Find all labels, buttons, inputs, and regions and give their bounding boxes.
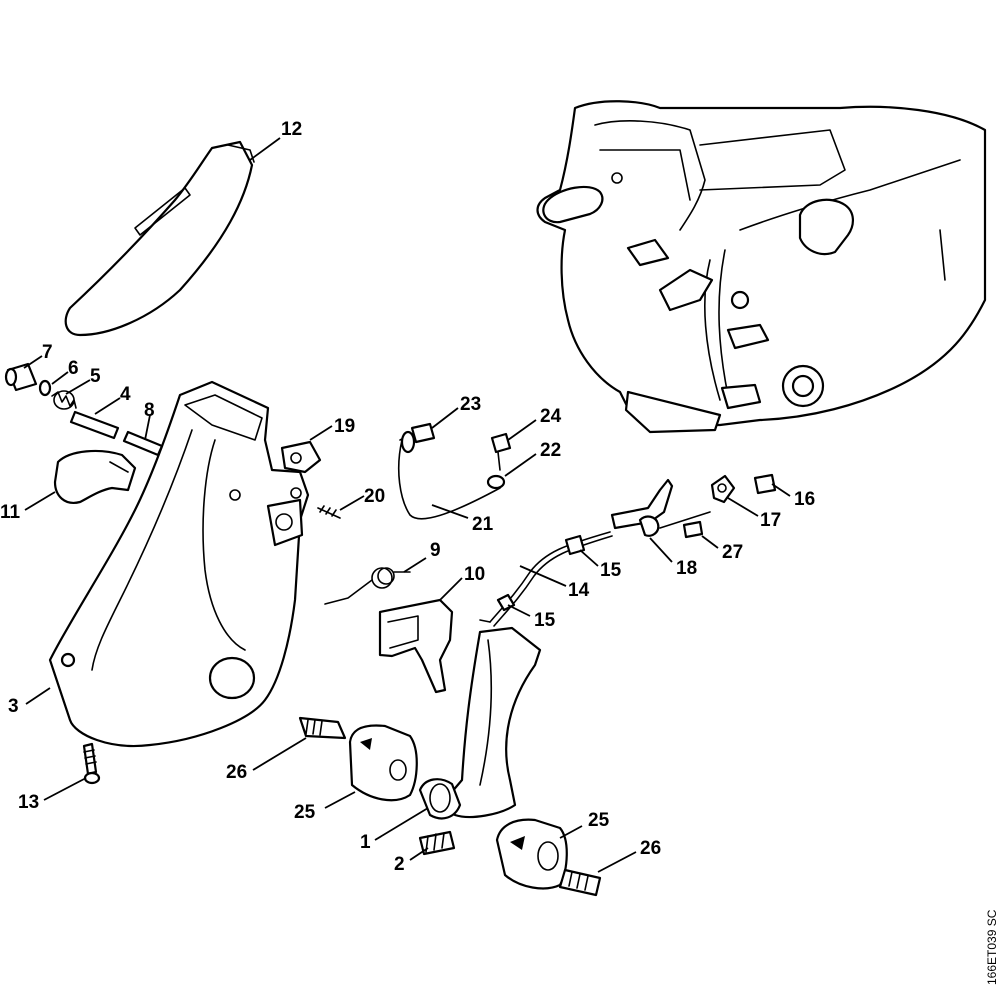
callout-20: 20	[364, 486, 385, 507]
grommet-part-15a	[564, 534, 586, 556]
av-buffer-left	[298, 716, 418, 802]
av-buffer-right	[495, 818, 602, 897]
callout-1: 1	[360, 832, 371, 853]
screw-part-13	[82, 742, 101, 785]
callout-2: 2	[394, 854, 405, 875]
callout-10: 10	[464, 564, 485, 585]
ground-wire-part-21	[397, 439, 501, 520]
engine-housing	[536, 100, 987, 434]
callout-25-right: 25	[588, 810, 610, 831]
callout-labels: 12 7 6 5 4 8 11 19 20 9 10 23 24 22 21 1…	[0, 119, 815, 875]
trigger-lockout-part	[53, 449, 137, 504]
bracket-part-19	[280, 440, 322, 474]
ground-wire-assembly	[397, 422, 512, 520]
callout-9: 9	[430, 540, 441, 561]
throttle-rod-part-14	[479, 531, 613, 627]
callout-17: 17	[760, 510, 781, 531]
callout-3: 3	[8, 696, 19, 717]
buffer-part-25a	[348, 724, 418, 802]
torsion-spring-part-9	[324, 567, 411, 605]
callout-15-upper: 15	[600, 560, 622, 581]
callout-19: 19	[334, 416, 355, 437]
callout-26-left: 26	[226, 762, 247, 783]
callout-27: 27	[722, 542, 743, 563]
callout-15-lower: 15	[534, 610, 556, 631]
callout-18: 18	[676, 558, 697, 579]
screw-part-23	[410, 422, 436, 444]
screw-part-2	[418, 830, 456, 856]
lever-part-18	[610, 478, 674, 530]
terminal-part-22	[486, 474, 506, 490]
drawing-code: 166ET039 SC	[985, 909, 999, 985]
callout-16: 16	[794, 489, 815, 510]
callout-11: 11	[0, 502, 21, 523]
screw-part-27	[682, 520, 704, 539]
spring-part-5	[51, 390, 77, 410]
callout-12: 12	[281, 119, 302, 140]
pin-assembly	[4, 362, 164, 457]
callout-21: 21	[472, 514, 494, 535]
callout-23: 23	[460, 394, 481, 415]
callout-13: 13	[18, 792, 39, 813]
callout-5: 5	[90, 366, 101, 387]
pin-part-8	[122, 430, 164, 457]
stud-part-26a	[298, 716, 347, 740]
callout-14: 14	[568, 580, 590, 601]
handle-cover-part	[64, 140, 255, 337]
callout-6: 6	[68, 358, 79, 379]
screw-part-16	[753, 473, 777, 495]
lever-part-17	[710, 474, 736, 504]
washer-part-6	[38, 379, 52, 397]
buffer-part-25b	[495, 818, 568, 890]
pin-part-4	[69, 410, 120, 440]
callout-25-left: 25	[294, 802, 316, 823]
throttle-trigger-part-10	[378, 598, 454, 694]
leader-lines	[23, 137, 791, 873]
callout-7: 7	[42, 342, 53, 363]
screw-part-24	[490, 432, 512, 454]
handle-bracket-part-1	[418, 626, 542, 820]
callout-8: 8	[144, 400, 155, 421]
callout-26-right: 26	[640, 838, 661, 859]
handle-housing-part	[48, 380, 310, 748]
callout-4: 4	[120, 384, 131, 405]
throttle-linkage-parts	[610, 473, 777, 539]
callout-22: 22	[540, 440, 561, 461]
callout-24: 24	[540, 406, 562, 427]
